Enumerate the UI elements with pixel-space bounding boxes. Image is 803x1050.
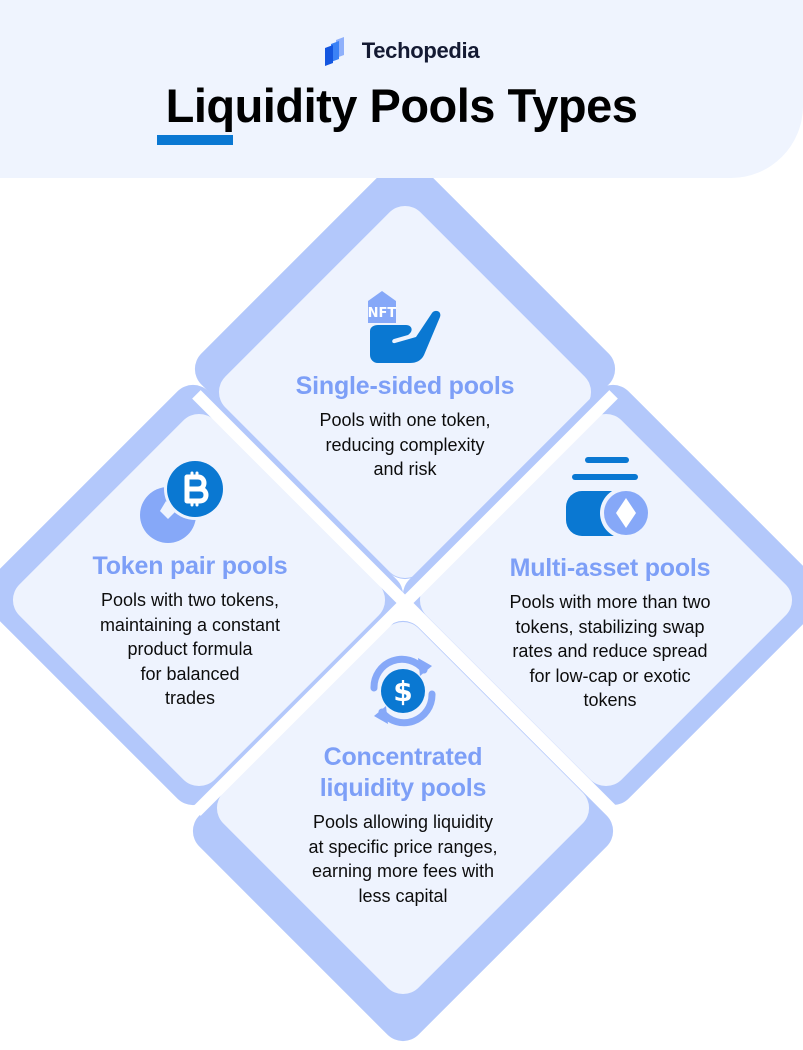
pool-card-single-sided: NFT Single-sided pools Pools with one to… [255,287,555,482]
pool-title: Concentrated liquidity pools [319,743,487,802]
dollar-exchange-icon: $ [370,655,436,727]
pool-title: Token pair pools [92,552,288,580]
svg-text:NFT: NFT [368,306,397,321]
pool-card-token-pair: Token pair pools Pools with two tokens, … [50,457,330,711]
techopedia-logo-icon [324,37,344,66]
pool-card-multi-asset: Multi-asset pools Pools with more than t… [460,455,760,713]
title-underline [157,135,233,145]
header: Techopedia Liquidity Pools Types [0,0,803,178]
bitcoin-coins-icon [140,458,226,543]
pool-description: Pools with one token, reducing complexit… [319,410,491,479]
wallet-coin-icon [566,457,652,539]
pool-description: Pools allowing liquidity at specific pri… [308,812,498,906]
brand: Techopedia [0,36,803,66]
page-title: Liquidity Pools Types [165,79,638,132]
pool-title: Multi-asset pools [509,554,711,582]
pool-card-concentrated: $ Concentrated liquidity pools Pools all… [253,648,553,908]
brand-name: Techopedia [361,38,480,63]
pool-title: Single-sided pools [295,372,515,400]
svg-text:$: $ [393,675,412,708]
pool-description: Pools with two tokens, maintaining a con… [99,590,281,708]
nft-hand-icon: NFT [368,291,441,363]
pool-description: Pools with more than two tokens, stabili… [509,592,711,710]
